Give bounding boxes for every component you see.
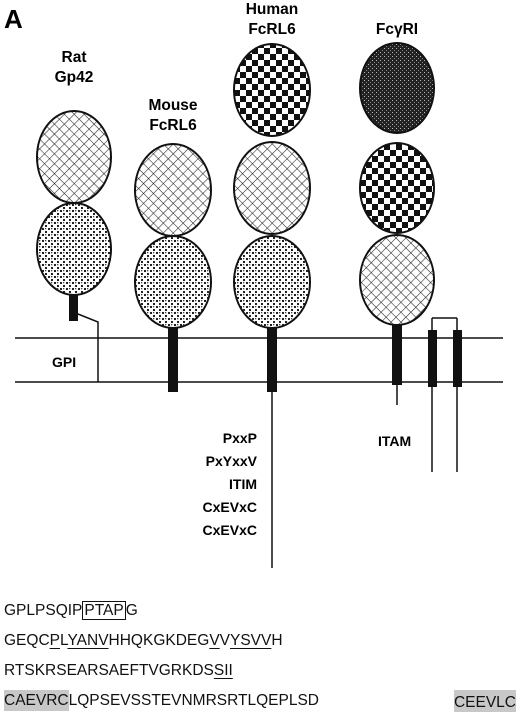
human-label-line1: Human [246,1,299,18]
itam-label: ITAM [378,433,411,449]
gpi-anchor-line [77,313,99,382]
fcgri-transmembrane [392,325,402,385]
mouse-domain-1 [134,143,212,237]
motif-label-3: ITIM [229,476,257,492]
sequence-segment-plain: G [125,602,138,619]
mouse-label-line1: Mouse [148,97,197,114]
human-transmembrane [267,328,277,392]
sequence-line-2: GEQCPLYANVHHQKGKDEGVVYSVVH [4,630,283,652]
human-domain-2 [233,141,311,235]
rat-label-line1: Rat [62,49,87,66]
fcgri-domain-2 [359,142,435,234]
panel-a-letter: A [4,4,23,34]
gamma-chain-tm-right [453,330,462,387]
human-domain-1 [233,43,311,137]
sequence-segment-plain: HHQKGKDEG [108,632,210,649]
motif-label-4: CxEVxC [203,499,257,515]
sequence-segment-plain: V [219,632,230,649]
sequence-line-4-left: CAEVRCLQPSEVSSTEVNMRSRTLQEPLSD [4,690,319,712]
sequence-segment-plain: LQPSEVSSTEVNMRSRTLQEPLSD [68,692,319,709]
rat-label-line2: Gp42 [55,69,94,86]
sequence-segment-plain: RTSKRSEARSAEFTVGRKDS [4,662,214,679]
rat-domain-1 [36,110,112,204]
rat-domain-2 [36,202,112,296]
motif-label-2: PxYxxV [206,453,258,469]
motif-label-1: PxxP [223,430,257,446]
sequence-segment-plain: GPLPSQIP [4,602,83,619]
sequence-segment-plain: L [60,632,68,649]
sequence-segment-underline: V [209,632,220,649]
gamma-chain-tm-left [428,330,437,387]
rat-stalk [69,295,78,321]
sequence-segment-highlight: CAEVRC [4,690,69,711]
panel-b-letter: B [4,573,21,575]
mouse-label-line2: FcRL6 [149,117,197,134]
sequence-segment-highlight: CEEVLC [453,690,516,712]
mouse-domain-2 [134,235,212,329]
sequence-segment-underline: SII [213,662,233,679]
human-label-line2: FcRL6 [248,21,296,38]
sequence-segment-plain: GEQC [4,632,50,649]
sequence-segment-boxed: PTAP [82,601,126,620]
sequence-segment-underline: YSVV [230,632,272,649]
mouse-transmembrane [168,328,178,392]
sequence-segment-underline: P [49,632,60,649]
human-domain-3 [233,235,311,329]
receptor-diagram: A Rat Gp42 Mouse FcRL6 Human FcRL6 FcγRI… [4,1,503,575]
sequence-line-4: CAEVRCLQPSEVSSTEVNMRSRTLQEPLSD CEEVLC [4,690,516,712]
sequence-segment-underline: YANV [67,632,109,649]
sequence-line-3: RTSKRSEARSAEFTVGRKDSSII [4,660,233,682]
sequence-segment-plain: H [271,632,283,649]
gpi-label: GPI [52,354,76,370]
fcgri-domain-1 [359,42,435,134]
fcgri-label: FcγRI [376,21,418,38]
motif-label-5: CxEVxC [203,522,257,538]
fcgri-domain-3 [359,234,435,326]
